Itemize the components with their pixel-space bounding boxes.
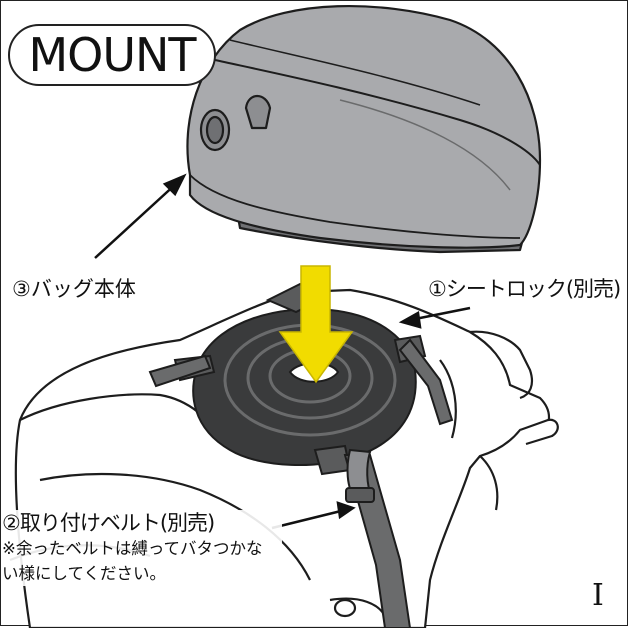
- leader-lines: [94, 173, 471, 530]
- bag-body: [186, 4, 542, 254]
- right-strap: [398, 338, 454, 426]
- page-marker: I: [592, 578, 604, 613]
- belt-note-box: ②取り付けベルト(別売) ※余ったベルトは縛ってバタつかない様にしてください。: [2, 510, 282, 586]
- left-strap: [148, 354, 212, 388]
- mounting-belt-label: ②取り付けベルト(別売): [2, 511, 215, 535]
- seat-lock-label: ①シートロック(別売): [428, 277, 621, 301]
- yellow-down-arrow: [278, 265, 354, 384]
- bag-body-label: ③バッグ本体: [12, 277, 136, 301]
- mounting-belt: [343, 448, 412, 628]
- mount-title: MOUNT: [8, 24, 216, 86]
- belt-note-text: ※余ったベルトは縛ってバタつかない様にしてください。: [2, 539, 263, 583]
